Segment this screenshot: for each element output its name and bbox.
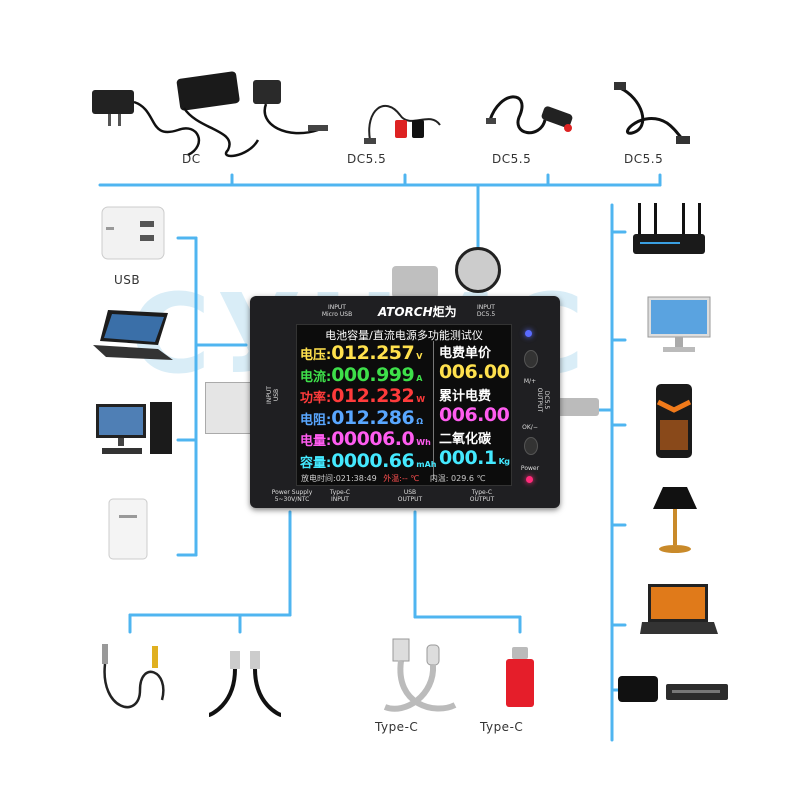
measurement-unit: Ω bbox=[416, 416, 424, 426]
dc-port-top bbox=[455, 247, 501, 293]
measurement-value: 012.257 bbox=[331, 342, 415, 364]
screen-footer: 放电时间:021:38:49 外温:-- ℃ 内温: 029.6 ℃ bbox=[301, 473, 507, 484]
measurement-unit: W bbox=[416, 395, 426, 404]
port-typec-input-label: Type-C INPUT bbox=[329, 489, 351, 503]
cost-value: 006.00 bbox=[439, 404, 510, 426]
discharge-time: 放电时间:021:38:49 bbox=[301, 474, 377, 483]
dc-label-1: DC bbox=[182, 152, 201, 166]
usb-cable-icon bbox=[208, 651, 282, 717]
dc55-label-1: DC5.5 bbox=[347, 152, 387, 166]
port-dc55-output-label: DC5.5 OUTPUT bbox=[536, 387, 550, 413]
status-led-blue bbox=[525, 330, 532, 337]
cost-key: 累计电费 bbox=[439, 389, 492, 404]
measurement-unit: V bbox=[416, 352, 423, 361]
measurement-key: 电流: bbox=[300, 369, 332, 385]
measurement-key: 功率: bbox=[300, 391, 332, 406]
cost-value: 006.00 bbox=[439, 361, 510, 383]
measurement-key: 电量: bbox=[300, 434, 332, 449]
dc-output-plug bbox=[557, 398, 599, 416]
usb-label: USB bbox=[114, 273, 141, 287]
ok-button[interactable] bbox=[524, 437, 538, 455]
car-charger-cable-icon bbox=[486, 95, 573, 135]
cost-key: 二氧化碳 bbox=[439, 432, 492, 447]
measurement-value: 00006.0 bbox=[331, 428, 415, 450]
ok-label: OK/− bbox=[522, 424, 538, 431]
m-plus-button[interactable] bbox=[524, 350, 538, 368]
mini-pc-icon bbox=[656, 384, 692, 458]
monitor-icon bbox=[647, 296, 711, 352]
port-usb-input-label: INPUT USB bbox=[266, 386, 280, 404]
port-dc55-input-label: INPUT DC5.5 bbox=[476, 304, 496, 318]
port-usb-output-label: USB OUTPUT bbox=[397, 489, 423, 503]
cost-key: 电费单价 bbox=[439, 346, 492, 361]
dc55-label-2: DC5.5 bbox=[492, 152, 532, 166]
external-temp: 外温:-- ℃ bbox=[383, 474, 420, 483]
measurement-unit: A bbox=[416, 373, 423, 383]
typec-label-right: Type-C bbox=[480, 720, 524, 734]
m-plus-label: M/+ bbox=[523, 378, 537, 385]
port-typec-output-label: Type-C OUTPUT bbox=[469, 489, 495, 503]
usb-charger-icon bbox=[101, 206, 165, 260]
typec-port-top bbox=[392, 266, 438, 298]
desktop-computer-icon bbox=[96, 402, 172, 454]
measurement-value: 012.286 bbox=[331, 406, 415, 429]
power-label: Power bbox=[520, 465, 540, 472]
network-devices-icon bbox=[618, 676, 728, 702]
port-power-supply-label: Power Supply 5~30V/NTC bbox=[271, 489, 313, 503]
screen-divider bbox=[433, 341, 434, 481]
measurement-value: 0000.66 bbox=[331, 449, 415, 472]
dc55-label-3: DC5.5 bbox=[624, 152, 664, 166]
screen-title: 电池容量/直流电源多功能测试仪 bbox=[325, 329, 483, 342]
usb-to-typec-cable-icon bbox=[383, 638, 457, 712]
dc-adapters-icon bbox=[92, 71, 328, 158]
measurement-key: 电阻: bbox=[300, 412, 332, 428]
measurement-value: 012.232 bbox=[331, 385, 415, 407]
power-led bbox=[526, 476, 533, 483]
ntc-temperature-probe-icon bbox=[102, 644, 165, 709]
brand-logo: ATORCH炬为 bbox=[378, 305, 457, 319]
cost-unit: Kg bbox=[498, 457, 510, 466]
dc-cable-icon bbox=[614, 82, 690, 144]
measurement-unit: mAh bbox=[416, 459, 437, 469]
laptop-icon bbox=[93, 310, 173, 360]
port-micro-usb-label: INPUT Micro USB bbox=[321, 304, 353, 318]
laptop-icon-2 bbox=[640, 584, 718, 634]
measurement-key: 电压: bbox=[300, 348, 332, 363]
typec-adapter-icon bbox=[506, 647, 534, 707]
measurement-key: 容量: bbox=[300, 455, 332, 471]
router-icon bbox=[633, 203, 705, 254]
measurement-value: 000.999 bbox=[331, 363, 415, 386]
power-bank-icon bbox=[108, 498, 148, 560]
typec-label-left: Type-C bbox=[375, 720, 419, 734]
alligator-clip-cable-icon bbox=[364, 104, 441, 144]
measurement-unit: Wh bbox=[416, 438, 431, 447]
lamp-icon bbox=[653, 487, 697, 553]
internal-temp: 内温: 029.6 ℃ bbox=[429, 474, 486, 483]
